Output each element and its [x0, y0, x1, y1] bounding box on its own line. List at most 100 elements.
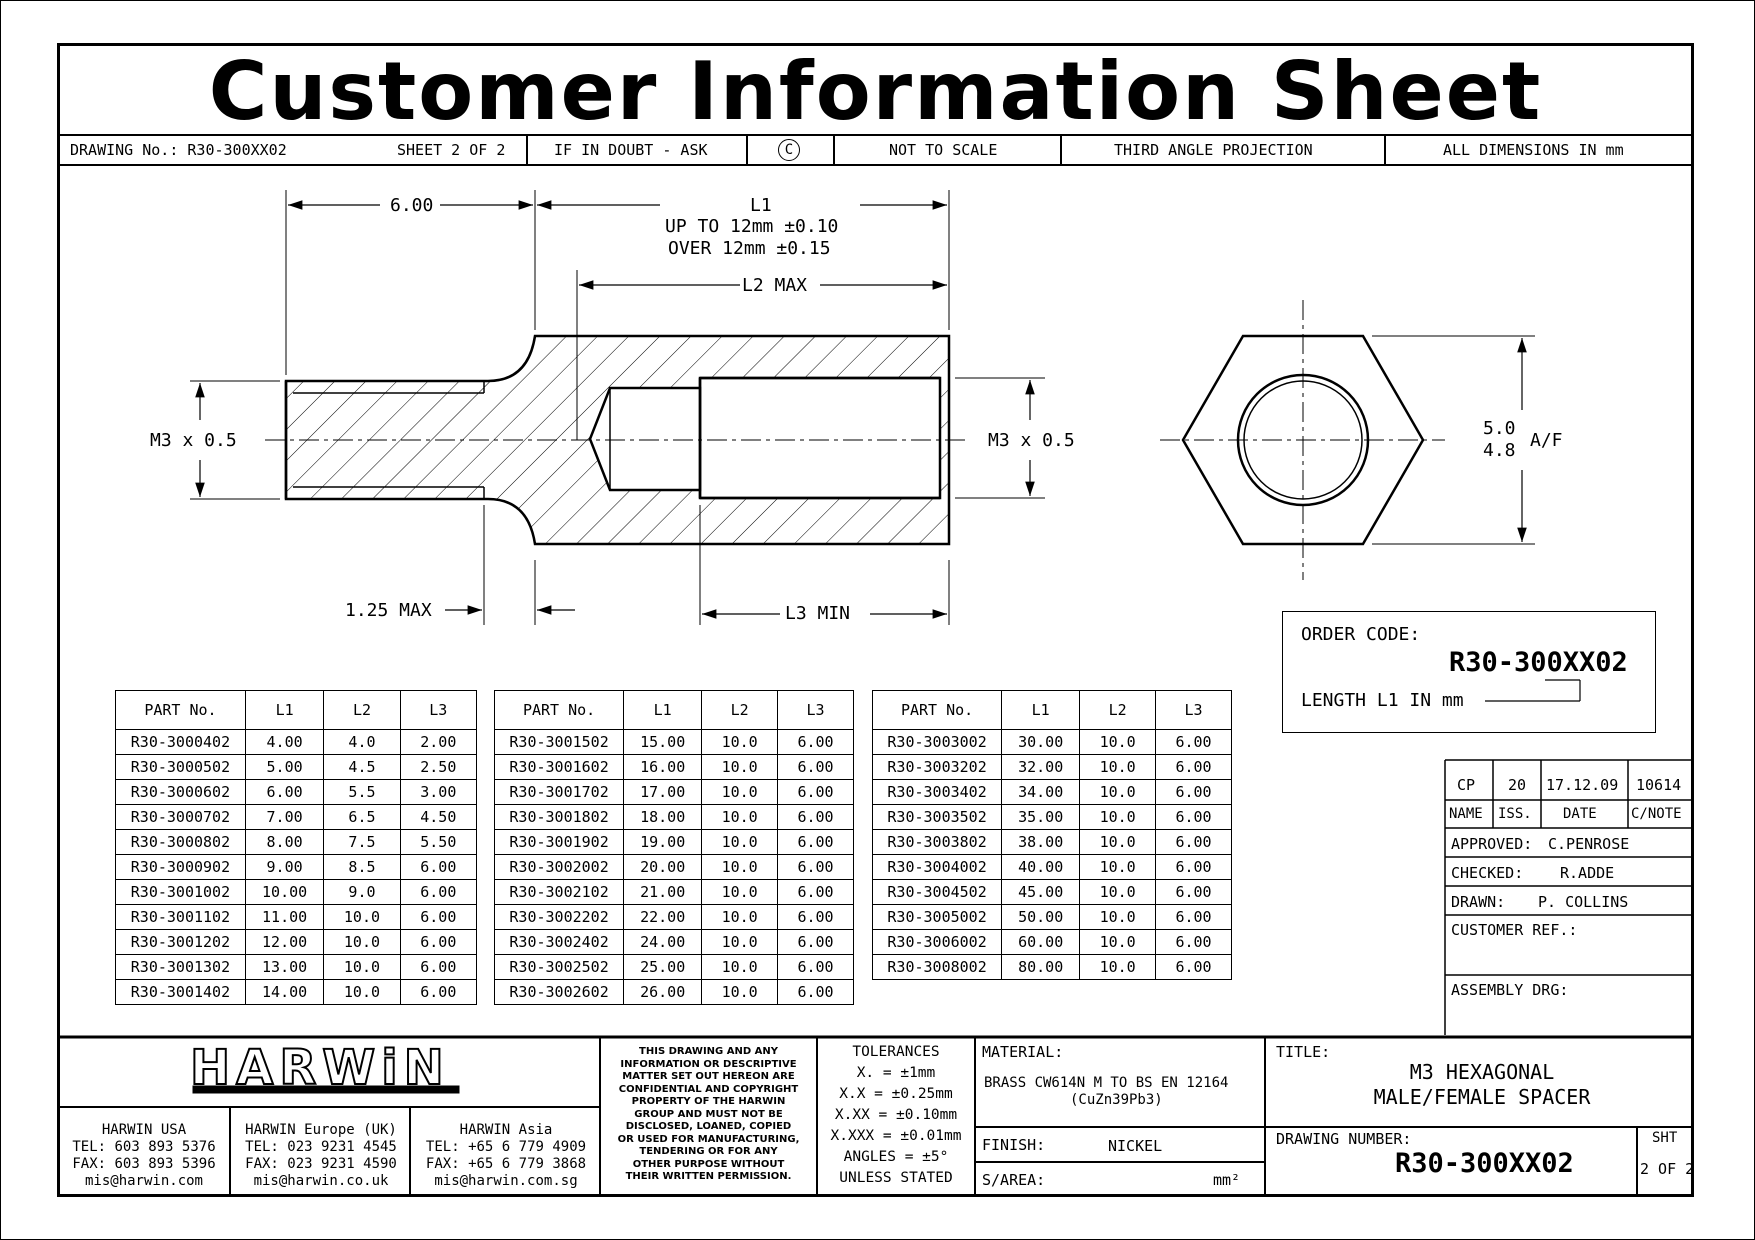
text-line: UNLESS STATED — [839, 1170, 953, 1186]
rev-h-iss: ISS. — [1498, 806, 1532, 822]
table-cell: R30-3003402 — [871, 779, 1003, 805]
table-cell: 32.00 — [1001, 754, 1081, 780]
order-code-box: ORDER CODE: R30-300XX02 LENGTH L1 IN mm — [1282, 611, 1656, 733]
table-cell: 10.0 — [701, 804, 779, 830]
table-cell: R30-3001402 — [115, 979, 246, 1005]
table-cell: 6.00 — [777, 979, 854, 1005]
dim-125: 1.25 MAX — [345, 600, 432, 621]
text-line: HARWIN Asia — [459, 1122, 553, 1138]
table-cell: 24.00 — [623, 929, 703, 955]
table-cell: 80.00 — [1001, 954, 1081, 980]
table-cell: 8.5 — [323, 854, 401, 880]
table-cell: 13.00 — [244, 954, 325, 980]
table-cell: R30-3005002 — [871, 904, 1003, 930]
table-cell: 10.0 — [1079, 729, 1157, 755]
table-cell: 6.00 — [399, 879, 478, 905]
table-cell: 10.0 — [701, 829, 779, 855]
drawing-no: DRAWING No.: R30-300XX02 — [70, 141, 287, 159]
text-line: PROPERTY OF THE HARWIN — [631, 1096, 786, 1107]
drawing-sheet: Customer Information Sheet DRAWING No.: … — [57, 43, 1694, 1197]
table-cell: R30-3001202 — [115, 929, 246, 955]
table-header: L1 — [1001, 690, 1081, 730]
text-line: mis@harwin.com — [84, 1173, 203, 1189]
order-length-label: LENGTH L1 IN mm — [1301, 690, 1464, 711]
table-cell: 10.0 — [1079, 954, 1157, 980]
table-cell: 10.0 — [1079, 879, 1157, 905]
dim-af2: 4.8 — [1483, 440, 1516, 461]
material-label: MATERIAL: — [982, 1043, 1064, 1061]
dim-l1-tol1: UP TO 12mm ±0.10 — [665, 216, 839, 237]
part-title-2: MALE/FEMALE SPACER — [1373, 1085, 1591, 1109]
table-cell: 6.00 — [244, 779, 325, 805]
dim-l1: L1 — [750, 195, 772, 216]
dim-af3: A/F — [1530, 430, 1563, 451]
title-label: TITLE: — [1276, 1043, 1331, 1061]
table-cell: 26.00 — [623, 979, 703, 1005]
table-cell: 14.00 — [244, 979, 325, 1005]
table-cell: 6.00 — [1155, 779, 1232, 805]
text-line: TEL: 603 893 5376 — [72, 1139, 216, 1155]
order-code-label: ORDER CODE: — [1301, 624, 1421, 645]
table-cell: R30-3002202 — [493, 904, 625, 930]
table-cell: 10.0 — [701, 779, 779, 805]
dim-af1: 5.0 — [1483, 418, 1516, 439]
table-cell: 6.00 — [777, 829, 854, 855]
page-title: Customer Information Sheet — [60, 46, 1691, 138]
text-line: X.XXX = ±0.01mm — [830, 1128, 962, 1144]
text-line: FAX: +65 6 779 3868 — [425, 1156, 587, 1172]
dim-l3: L3 MIN — [785, 603, 851, 624]
table-header: L2 — [1079, 690, 1157, 730]
table-cell: 38.00 — [1001, 829, 1081, 855]
table-cell: R30-3001502 — [493, 729, 625, 755]
rev-h-date: DATE — [1563, 806, 1597, 822]
drawn-label: DRAWN: — [1451, 893, 1506, 911]
table-cell: 6.00 — [777, 779, 854, 805]
table-header: L2 — [323, 690, 401, 730]
table-cell: R30-3008002 — [871, 954, 1003, 980]
text-line: X. = ±1mm — [856, 1065, 936, 1081]
text-line: TEL: 023 9231 4545 — [245, 1139, 397, 1155]
table-cell: 10.0 — [1079, 929, 1157, 955]
material-value: BRASS CW614N M TO BS EN 12164 — [984, 1075, 1229, 1091]
table-cell: 2.00 — [399, 729, 478, 755]
sarea-unit: mm² — [1213, 1171, 1241, 1189]
table-cell: 40.00 — [1001, 854, 1081, 880]
table-cell: R30-3004502 — [871, 879, 1003, 905]
text-line: HARWIN Europe (UK) — [245, 1122, 397, 1138]
table-cell: 10.0 — [323, 979, 401, 1005]
dim-6: 6.00 — [390, 195, 434, 216]
text-line: TENDERING OR FOR ANY — [639, 1146, 778, 1157]
table-header: L1 — [623, 690, 703, 730]
table-cell: 10.0 — [701, 929, 779, 955]
table-cell: 10.0 — [1079, 754, 1157, 780]
sheet-of: 2 OF 2 — [1640, 1160, 1695, 1178]
hex-view — [1160, 300, 1445, 580]
text-line: FAX: 603 893 5396 — [72, 1156, 216, 1172]
rev-h-cnote: C/NOTE — [1631, 806, 1682, 822]
table-cell: R30-3002502 — [493, 954, 625, 980]
table-cell: 6.00 — [399, 929, 478, 955]
dim-thread-left: M3 x 0.5 — [150, 430, 237, 451]
text-line: MATTER SET OUT HEREON ARE — [622, 1071, 795, 1082]
table-cell: 10.0 — [1079, 804, 1157, 830]
table-cell: 6.00 — [399, 954, 478, 980]
finish-label: FINISH: — [982, 1136, 1046, 1154]
table-cell: 18.00 — [623, 804, 703, 830]
dim-l2: L2 MAX — [742, 275, 808, 296]
table-cell: R30-3000802 — [115, 829, 246, 855]
table-header: L1 — [244, 690, 325, 730]
